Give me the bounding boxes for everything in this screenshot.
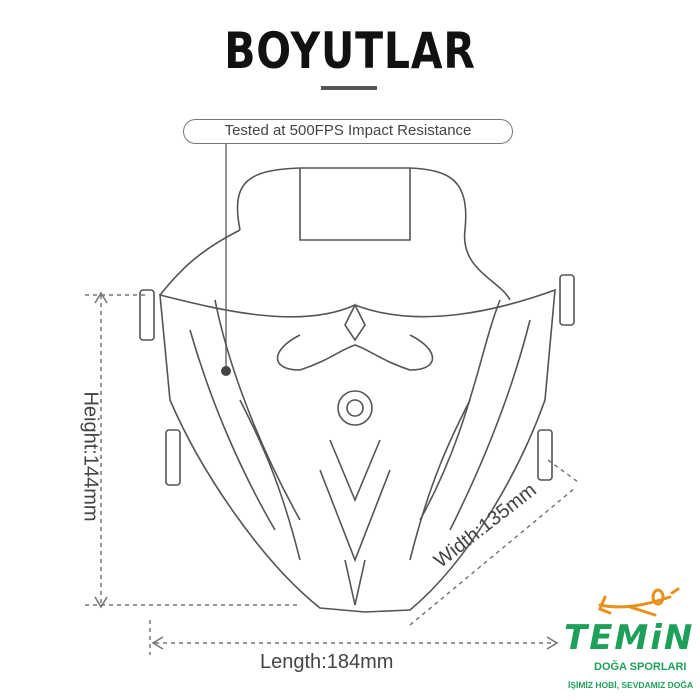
logo-slogan: İŞİMİZ HOBİ, SEVDAMIZ DOĞA [568, 680, 694, 690]
height-dimension-label: Height:144mm [79, 391, 102, 522]
impact-callout: Tested at 500FPS Impact Resistance [183, 119, 513, 144]
logo-name: TEMiN [564, 618, 695, 658]
title-underline [321, 86, 377, 90]
logo-subtitle: DOĞA SPORLARI [594, 661, 687, 673]
length-dimension-label: Length:184mm [260, 651, 394, 673]
runner-logo-icon [598, 587, 680, 617]
page-title: BOYUTLAR [224, 22, 476, 80]
temin-logo: TEMiN DOĞA SPORLARI İŞİMİZ HOBİ, SEVDAMI… [560, 585, 700, 700]
